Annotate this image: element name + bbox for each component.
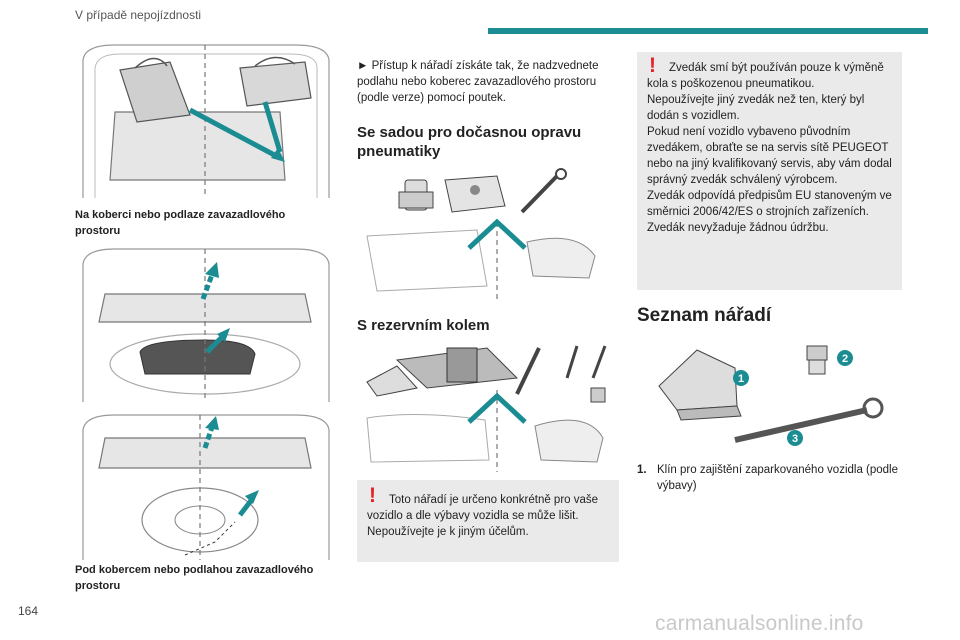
warning-text-jack: Zvedák smí být používán pouze k výměně k… [647, 62, 892, 234]
callout-3: 3 [792, 433, 798, 445]
page-number: 164 [18, 604, 39, 618]
heading-spare-wheel: S rezervním kolem [357, 317, 490, 334]
callout-2: 2 [842, 353, 848, 365]
heading-repair-kit: Se sadou pro dočasnou opravu pneumatiky [357, 124, 582, 160]
header-accent-bar [488, 28, 928, 34]
figure-caption-floor: Na koberci nebo podlaze zavazadlového pr… [75, 209, 286, 237]
trunk-floor-figure [82, 44, 330, 198]
warning-box-jack: ! Zvedák smí být používán pouze k výměně… [637, 52, 902, 290]
warning-icon: ! [369, 484, 376, 507]
callout-1: 1 [738, 373, 744, 385]
figure-caption-underfloor: Pod kobercem nebo podlahou zavazadlového… [75, 564, 314, 592]
watermark: carmanualsonline.info [655, 612, 864, 635]
spare-wheel-tools-figure [366, 345, 607, 472]
tool-list-figure: 1 2 3 [658, 345, 884, 446]
heading-tool-list: Seznam nářadí [637, 305, 772, 326]
repair-kit-figure [366, 168, 596, 300]
warning-icon: ! [649, 54, 656, 77]
access-instruction: ► Přístup k nářadí získáte tak, že nadzv… [357, 60, 599, 104]
spare-wheel-well-figure [82, 248, 330, 402]
list-item-number: 1. [637, 464, 647, 476]
list-item-1: 1. Klín pro zajištění zaparkovaného vozi… [637, 462, 902, 494]
list-item-text: Klín pro zajištění zaparkovaného vozidla… [657, 464, 899, 492]
warning-text-tools: Toto nářadí je určeno konkrétně pro vaše… [367, 494, 599, 538]
section-title: V případě nepojízdnosti [75, 8, 202, 22]
spare-wheel-figure [82, 414, 330, 560]
warning-box-tools: ! Toto nářadí je určeno konkrétně pro va… [357, 480, 619, 562]
